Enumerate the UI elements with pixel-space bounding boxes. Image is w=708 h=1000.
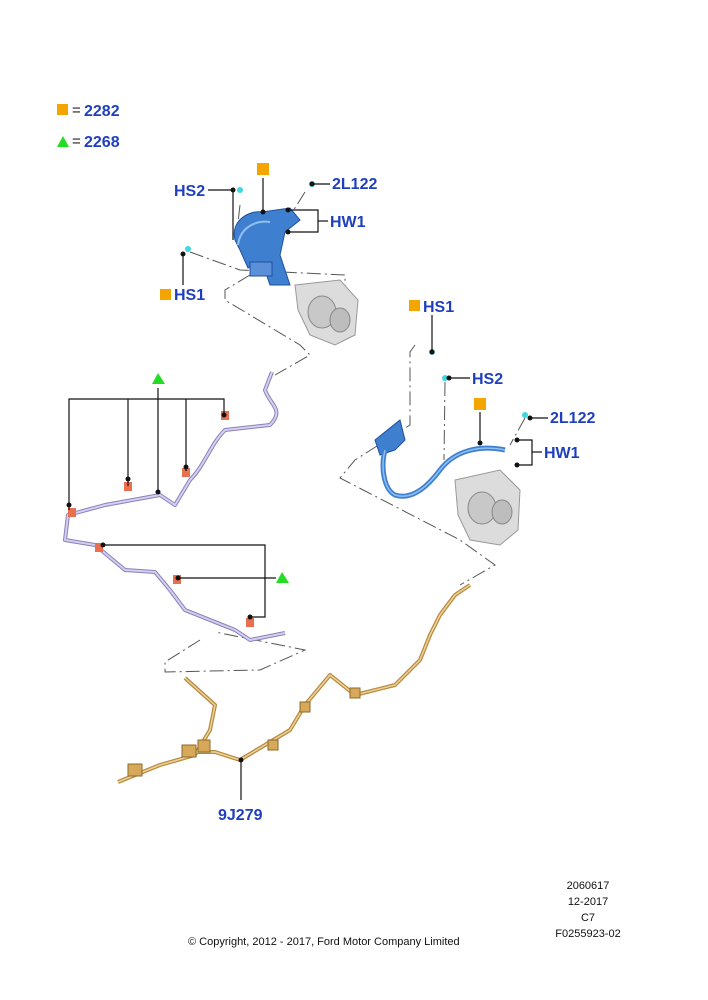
legend-square-icon xyxy=(57,104,68,115)
meta-code: 2060617 xyxy=(566,880,610,892)
copyright-notice: © Copyright, 2012 - 2017, Ford Motor Com… xyxy=(188,936,460,948)
triangle-marker-icon xyxy=(276,572,289,583)
legend-value-2282: 2282 xyxy=(84,103,120,120)
clip-icon xyxy=(68,508,76,517)
clip-icon xyxy=(182,468,190,477)
triangle-marker-icon xyxy=(152,373,165,384)
square-marker-icon xyxy=(474,398,486,410)
legend-eq-1: = xyxy=(72,102,81,119)
legend: = 2282 = 2268 xyxy=(57,102,120,151)
callout-left-hs1: HS1 xyxy=(174,287,205,304)
leader-lines xyxy=(66,178,548,800)
meta-rev: C7 xyxy=(580,912,596,924)
violet-brake-tube xyxy=(63,371,286,642)
legend-eq-2: = xyxy=(72,133,81,150)
fitting-icon xyxy=(185,246,191,252)
dashed-routing-lines xyxy=(164,191,526,673)
right-caliper xyxy=(454,469,521,546)
fitting-icon xyxy=(237,187,243,193)
meta-figure: F0255923-02 xyxy=(555,928,621,940)
callout-right-hs1: HS1 xyxy=(423,299,454,316)
marker-symbols xyxy=(152,163,486,583)
callout-left-2l122: 2L122 xyxy=(332,176,377,193)
callout-labels: HS2 2L122 HW1 HS1 HS1 HS2 2L122 HW1 9J27… xyxy=(174,176,595,824)
right-hose-bracket xyxy=(374,349,528,499)
callout-9j279: 9J279 xyxy=(218,807,263,824)
clip-icon xyxy=(95,543,103,552)
fitting-icon xyxy=(442,375,448,381)
callout-right-hw1: HW1 xyxy=(544,445,580,462)
square-marker-icon xyxy=(257,163,269,175)
clip-icon xyxy=(124,482,132,491)
meta-date: 12-2017 xyxy=(567,896,609,908)
square-marker-icon xyxy=(160,289,171,300)
callout-right-2l122: 2L122 xyxy=(550,410,595,427)
clip-icon xyxy=(246,618,254,627)
callout-left-hw1: HW1 xyxy=(330,214,366,231)
gold-brake-tube xyxy=(117,583,472,784)
square-marker-icon xyxy=(409,300,420,311)
callout-left-hs2: HS2 xyxy=(174,183,205,200)
left-caliper xyxy=(294,279,359,346)
legend-triangle-icon xyxy=(57,136,69,147)
fitting-icon xyxy=(522,412,528,418)
callout-right-hs2: HS2 xyxy=(472,371,503,388)
legend-value-2268: 2268 xyxy=(84,134,120,151)
